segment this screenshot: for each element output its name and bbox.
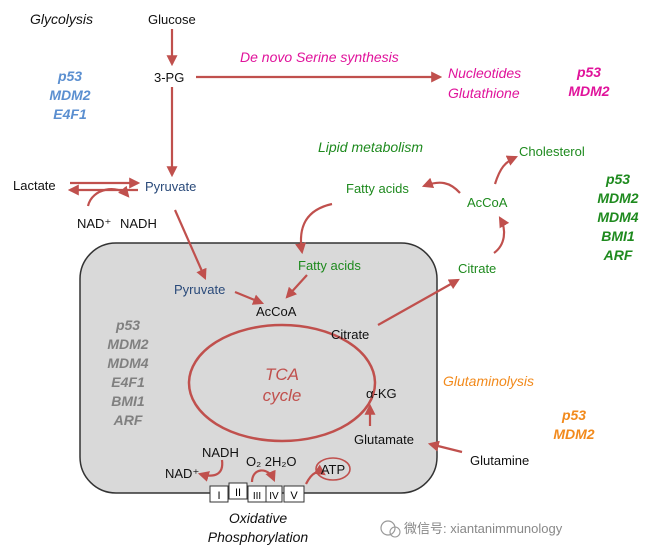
tca-label-line2: cycle bbox=[263, 386, 302, 405]
arrow-citrate-export bbox=[377, 278, 460, 326]
complex-i-box bbox=[209, 485, 229, 503]
arrow-pyruvate-acoa bbox=[234, 290, 265, 305]
heading-glycolysis: Glycolysis bbox=[30, 11, 93, 27]
regulator-item: MDM2 bbox=[107, 336, 148, 352]
label-nad-plus-etc: NAD⁺ bbox=[165, 466, 199, 481]
regulator-item: MDM2 bbox=[553, 426, 594, 442]
label-acoa-mito: AcCoA bbox=[256, 304, 297, 319]
label-fatty-acids-mito: Fatty acids bbox=[298, 258, 361, 273]
regulator-item: ARF bbox=[603, 247, 633, 263]
complex-iv-label: IV bbox=[269, 491, 279, 502]
label-citrate-mito: Citrate bbox=[331, 327, 369, 342]
tca-label-line1: TCA bbox=[265, 365, 299, 384]
label-glutamate: Glutamate bbox=[354, 432, 414, 447]
complex-ii-box bbox=[228, 482, 248, 500]
atp-circle bbox=[315, 457, 351, 481]
label-glutamine: Glutamine bbox=[470, 453, 529, 468]
arrow-o2-h2o-etc bbox=[250, 469, 276, 483]
label-3pg: 3-PG bbox=[154, 70, 184, 85]
watermark: 微信号: xiantanimmunology bbox=[380, 520, 563, 538]
label-glutathione: Glutathione bbox=[448, 85, 520, 101]
label-fatty-acids-cytosol: Fatty acids bbox=[346, 181, 409, 196]
arrow-pyruvate-mito bbox=[173, 209, 207, 281]
regulators-mitochondria: p53 MDM2 MDM4 E4F1 BMI1 ARF bbox=[107, 317, 148, 428]
regulator-item: MDM2 bbox=[597, 190, 638, 206]
label-nucleotides: Nucleotides bbox=[448, 65, 521, 81]
regulator-item: BMI1 bbox=[111, 393, 145, 409]
complex-iii-label: III bbox=[253, 491, 261, 502]
regulator-item: MDM2 bbox=[568, 83, 609, 99]
complex-iv-box bbox=[265, 485, 283, 503]
heading-oxphos-line2: Phosphorylation bbox=[208, 529, 309, 545]
watermark-text: 微信号: xiantanimmunology bbox=[404, 521, 563, 536]
regulator-item: p53 bbox=[57, 68, 82, 84]
label-nad-plus: NAD⁺ bbox=[77, 216, 111, 231]
regulator-item: MDM4 bbox=[107, 355, 148, 371]
heading-oxphos-line1: Oxidative bbox=[229, 510, 288, 526]
complex-ii-label: II bbox=[235, 487, 241, 499]
complex-v-label: V bbox=[290, 490, 298, 502]
regulator-item: p53 bbox=[561, 407, 586, 423]
label-lactate: Lactate bbox=[13, 178, 56, 193]
label-atp: ATP bbox=[321, 462, 345, 477]
label-o2-h2o: O₂ 2H₂O bbox=[246, 454, 297, 469]
arrow-acoa-fattyacids bbox=[421, 177, 461, 194]
regulators-glycolysis: p53 MDM2 E4F1 bbox=[49, 68, 90, 122]
wechat-icon-inner bbox=[389, 526, 401, 538]
regulator-item: p53 bbox=[576, 64, 601, 80]
heading-lipid-metabolism: Lipid metabolism bbox=[318, 139, 423, 155]
heading-serine-synthesis: De novo Serine synthesis bbox=[240, 49, 399, 65]
arrow-acoa-cholesterol bbox=[493, 155, 519, 185]
label-glucose: Glucose bbox=[148, 12, 196, 27]
label-akg: α-KG bbox=[366, 386, 397, 401]
arrow-citrate-acoa bbox=[493, 216, 510, 254]
label-acoa-cytosol: AcCoA bbox=[467, 195, 508, 210]
pathway-arrows bbox=[67, 29, 519, 485]
regulator-item: ARF bbox=[113, 412, 143, 428]
wechat-icon bbox=[380, 520, 396, 536]
regulators-glutaminolysis: p53 MDM2 bbox=[553, 407, 594, 442]
complex-v-box bbox=[283, 485, 305, 503]
arrow-nadh-nad-etc bbox=[197, 459, 224, 482]
arrow-fattyacids-top-to-mito bbox=[295, 202, 333, 255]
regulator-item: MDM4 bbox=[597, 209, 638, 225]
label-nadh: NADH bbox=[120, 216, 157, 231]
regulators-lipid: p53 MDM2 MDM4 BMI1 ARF bbox=[597, 171, 638, 263]
tca-cycle-ring bbox=[187, 323, 377, 443]
arrow-atp-synthase bbox=[305, 464, 326, 485]
arrow-nad-nadh-arc bbox=[86, 185, 130, 207]
regulators-serine: p53 MDM2 bbox=[568, 64, 609, 99]
etc-complexes: I II III IV V bbox=[209, 482, 305, 503]
regulator-item: p53 bbox=[605, 171, 630, 187]
label-pyruvate-mito: Pyruvate bbox=[174, 282, 225, 297]
label-cholesterol: Cholesterol bbox=[519, 144, 585, 159]
heading-glutaminolysis: Glutaminolysis bbox=[443, 373, 534, 389]
label-citrate-cytosol: Citrate bbox=[458, 261, 496, 276]
arrow-glutamine-glutamate bbox=[427, 440, 463, 454]
regulator-item: p53 bbox=[115, 317, 140, 333]
arrow-fattyacids-acoa bbox=[285, 274, 308, 299]
regulator-item: E4F1 bbox=[53, 106, 87, 122]
complex-i-label: I bbox=[217, 490, 220, 502]
regulator-item: BMI1 bbox=[601, 228, 635, 244]
regulator-item: MDM2 bbox=[49, 87, 90, 103]
regulator-item: E4F1 bbox=[111, 374, 145, 390]
label-pyruvate-cytosol: Pyruvate bbox=[145, 179, 196, 194]
label-nadh-etc: NADH bbox=[202, 445, 239, 460]
